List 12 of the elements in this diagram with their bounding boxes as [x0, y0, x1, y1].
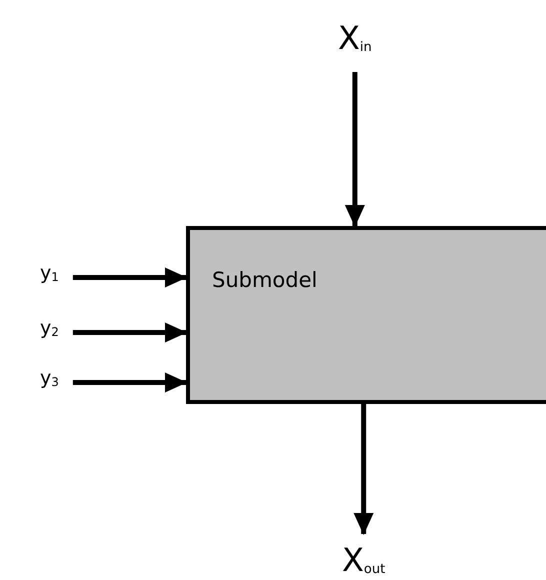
arrow: [72, 322, 187, 342]
box-label: Submodel: [212, 268, 318, 292]
input-label: X$_{in}$: [338, 22, 372, 54]
output-label: X$_{out}$: [342, 544, 386, 576]
input-label: y$_{3}$: [40, 369, 59, 388]
input-label: y$_{2}$: [40, 319, 59, 338]
arrow: [72, 268, 187, 288]
arrow: [72, 372, 187, 392]
submodel-box: [186, 226, 546, 404]
arrow: [344, 72, 365, 227]
input-label: y$_{1}$: [40, 264, 59, 283]
arrow: [354, 404, 374, 535]
